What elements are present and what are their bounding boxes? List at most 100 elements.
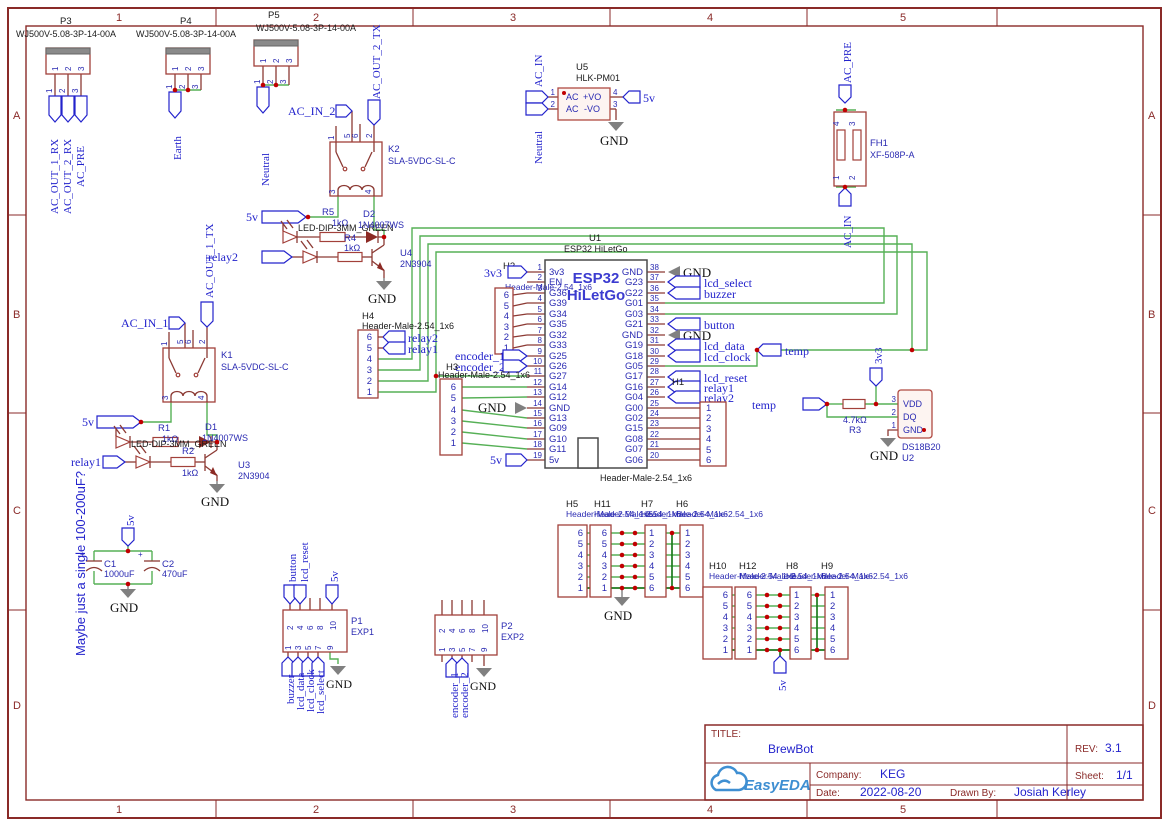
esp32-right-flags[interactable]: GND lcd_select buzzer button GND lcd_dat… xyxy=(667,265,809,405)
pin-number: 4 xyxy=(296,625,305,630)
svg-text:G12: G12 xyxy=(549,392,567,403)
ref-label: H11 xyxy=(594,499,611,510)
net-flags-k2[interactable]: AC_IN_2 AC_OUT_2_TX 5v relay2 xyxy=(208,24,383,264)
net-flags-k1[interactable]: AC_IN_1 AC_OUT_1_TX 5v relay1 xyxy=(71,223,216,469)
rev-value[interactable]: 3.1 xyxy=(1105,741,1122,755)
svg-text:G32: G32 xyxy=(549,330,567,341)
pin-number: 2 xyxy=(747,634,752,645)
designer-note[interactable]: Maybe just a single 100-200uF? xyxy=(73,471,88,656)
svg-text:36: 36 xyxy=(650,284,659,293)
component-u5[interactable]: U5 HLK-PM01 AC AC +VO -VO 1 2 4 3 AC_IN … xyxy=(525,55,655,164)
sheet-value[interactable]: 1/1 xyxy=(1116,768,1133,782)
pin-number: 1 xyxy=(51,66,60,71)
header-block-2[interactable]: H10 H12 H8 H9 Header-Male-2.54_1x6 Heade… xyxy=(702,561,908,691)
row-label: D xyxy=(1148,700,1156,712)
ref-label: K1 xyxy=(221,350,233,361)
date-value[interactable]: 2022-08-20 xyxy=(860,785,922,799)
pin-number: 5 xyxy=(649,572,654,583)
svg-text:GND: GND xyxy=(622,267,643,278)
component-p3[interactable]: P3 WJ500V-5.08-3P-14-00A 1 2 3 1 2 3 xyxy=(16,16,116,93)
component-p2[interactable]: P2 EXP2 2 4 6 8 10 1 3 5 7 9 GND encoder… xyxy=(434,614,524,718)
pin-number: 3 xyxy=(448,647,457,652)
component-k2[interactable]: K2 SLA-5VDC-SL-C 1 5 6 2 3 4 xyxy=(327,133,456,197)
pin-number: 2 xyxy=(892,408,897,417)
svg-text:27: 27 xyxy=(650,378,659,387)
svg-text:5: 5 xyxy=(538,305,543,314)
svg-text:38: 38 xyxy=(650,263,659,272)
title-value[interactable]: BrewBot xyxy=(768,742,814,756)
gnd-label: GND xyxy=(368,291,396,306)
svg-text:25: 25 xyxy=(650,399,659,408)
component-u1-esp32[interactable]: U1 ESP32 HiLetGo ESP32 HiLetGo 123456789… xyxy=(533,233,659,469)
header-block-1[interactable]: H5 H11 H7 H6 Header-Male-2.54_1x6 Header… xyxy=(557,499,763,623)
component-h1[interactable]: H1 Header-Male-2.54_1x6 1 2 3 4 5 6 xyxy=(600,377,727,483)
col-label: 2 xyxy=(313,12,319,24)
ref-label: H7 xyxy=(641,499,653,510)
svg-text:G14: G14 xyxy=(549,382,567,393)
row-label: C xyxy=(13,505,21,517)
value-label: DS18B20 xyxy=(902,442,941,452)
svg-text:31: 31 xyxy=(650,336,659,345)
rev-label: REV: xyxy=(1075,744,1098,755)
value-label: XF-508P-A xyxy=(870,150,915,160)
esp32-pin-stubs[interactable] xyxy=(527,271,665,461)
svg-text:G02: G02 xyxy=(625,413,643,424)
svg-text:19: 19 xyxy=(533,451,542,460)
component-h3[interactable]: H3 Header-Male-2.54_1x6 6 5 4 3 2 1 xyxy=(438,362,530,456)
driver-k2-parts[interactable]: R5 1kΩ LED-DIP-3MM_GREEN D2 1N4007WS R4 … xyxy=(280,207,432,306)
svg-text:G25: G25 xyxy=(549,351,567,362)
svg-text:G05: G05 xyxy=(625,361,643,372)
pin-number: 5 xyxy=(830,634,835,645)
net-label: 5v xyxy=(490,453,502,467)
value-label: WJ500V-5.08-3P-14-00A xyxy=(16,29,116,39)
net-ports-p3[interactable]: AC_OUT_1_RX AC_OUT_2_RX AC_PRE xyxy=(48,95,88,214)
ref-label: H5 xyxy=(566,499,578,510)
pin-number: 1 xyxy=(327,135,336,140)
pin-number: 2 xyxy=(848,175,857,180)
pin-number: 2 xyxy=(451,427,456,438)
svg-text:G27: G27 xyxy=(549,371,567,382)
component-p4[interactable]: P4 WJ500V-5.08-3P-14-00A 1 2 3 1 2 3 Ear… xyxy=(136,16,236,160)
component-u2[interactable]: temp 3v3 4.7kΩ R3 VDD DQ GND 3 2 1 GND D… xyxy=(752,347,941,464)
ref-label: U1 xyxy=(589,233,601,244)
pin-number: 1 xyxy=(832,175,841,180)
ref-label: U5 xyxy=(576,62,588,73)
net-label: lcd_select xyxy=(704,276,753,290)
component-fh1[interactable]: AC_PRE FH1 XF-508P-A 4 3 1 2 AC_IN xyxy=(832,42,915,248)
title-block[interactable]: TITLE: BrewBot REV: 3.1 Company: KEG She… xyxy=(704,724,1144,801)
pin-number: 4 xyxy=(685,561,690,572)
svg-text:6: 6 xyxy=(538,315,543,324)
component-p5[interactable]: P5 WJ500V-5.08-3P-14-00A 1 2 3 1 2 3 Neu… xyxy=(253,10,356,186)
pin-number: 2 xyxy=(602,572,607,583)
pin-number: 2 xyxy=(794,601,799,612)
ref-label: H1 xyxy=(672,377,684,388)
pin-number: 5 xyxy=(794,634,799,645)
pin-number: 4 xyxy=(830,623,835,634)
pin-number: 6 xyxy=(830,645,835,656)
company-value[interactable]: KEG xyxy=(880,767,905,781)
esp32-left-gnd-5v[interactable]: GND 5v xyxy=(478,400,528,467)
component-h4[interactable]: H4 Header-Male-2.54_1x6 6 5 4 3 2 1 rela… xyxy=(357,311,454,399)
net-label: lcd_clock xyxy=(305,669,317,712)
easyeda-cloud-swoosh-icon xyxy=(717,779,731,785)
component-h2[interactable]: 3v3 H2 Header-Male-2.54_1x6 6 5 4 3 2 1 xyxy=(484,261,592,355)
gnd-label: GND xyxy=(201,494,229,509)
pin-name: AC xyxy=(566,92,579,102)
gnd-label: GND xyxy=(110,600,138,615)
value-label: EXP1 xyxy=(351,627,374,637)
net-label: AC_OUT_1_TX xyxy=(204,223,216,298)
col-label: 1 xyxy=(116,804,122,816)
encoder-flags[interactable]: encoder_1 encoder_2 xyxy=(455,349,528,374)
pin-number: 3 xyxy=(892,395,897,404)
driver-k1-parts[interactable]: R1 1kΩ LED-DIP-3MM_GREEN D1 1N4007WS R2 … xyxy=(113,422,270,509)
title-label: TITLE: xyxy=(711,729,741,740)
svg-text:28: 28 xyxy=(650,367,659,376)
component-k1[interactable]: K1 SLA-5VDC-SL-C 1 5 6 2 3 4 xyxy=(160,339,289,403)
gnd-label: GND xyxy=(600,133,628,148)
sheet-label: Sheet: xyxy=(1075,771,1104,782)
component-p1[interactable]: button lcd_reset 5v P1 EXP1 2 4 6 8 10 1… xyxy=(281,542,374,714)
component-caps[interactable]: 5v + + C1 1000uF C2 470uF GND xyxy=(80,515,188,616)
net-label: relay1 xyxy=(71,455,101,469)
drawn-by-value[interactable]: Josiah Kerley xyxy=(1014,785,1086,799)
